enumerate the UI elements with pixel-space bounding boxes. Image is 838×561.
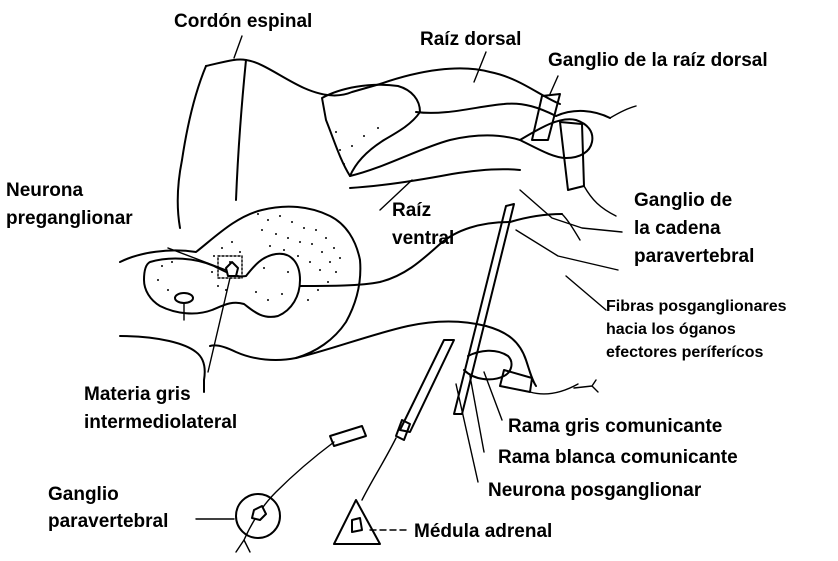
label-ganglio-cadena-2: la cadena (634, 218, 721, 239)
paravertebral-neuron-soma (252, 506, 266, 520)
leader-materia-gris (208, 278, 230, 372)
fiber-to-adrenal (362, 438, 396, 500)
fiber-bottom-terminal (236, 540, 250, 552)
label-fibras-2: hacia los óganos (606, 321, 736, 338)
label-cordon-espinal: Cordón espinal (174, 11, 312, 32)
dorsal-root-upper-top (416, 104, 556, 116)
fiber-long-descending (244, 442, 334, 540)
communicating-rami-lower (464, 351, 511, 380)
label-raiz-ventral-2: ventral (392, 228, 454, 249)
ramus-tube-upper-a (532, 94, 560, 140)
adrenal-medulla (334, 500, 380, 544)
label-ganglio-raiz-dorsal: Ganglio de la raíz dorsal (548, 50, 768, 71)
ramus-tube-lower (500, 370, 532, 392)
label-ganglio-cadena-3: paravertebral (634, 246, 754, 267)
label-ganglio-paravertebral-1: Ganglio (48, 484, 119, 505)
label-raiz-dorsal: Raíz dorsal (420, 29, 521, 50)
central-canal (175, 293, 193, 303)
label-fibras-3: efectores períferícos (606, 344, 764, 361)
label-raiz-ventral-1: Raíz (392, 200, 431, 221)
dorsal-root-lower-bottom (296, 322, 486, 359)
paravertebral-ganglion (236, 494, 280, 538)
descending-nerve-trunk (330, 426, 366, 446)
label-fibras-1: Fibras posganglionares (606, 298, 787, 315)
label-neurona-posganglionar: Neurona posganglionar (488, 480, 702, 501)
sympathetic-chain-upper-tube (454, 204, 514, 414)
leader-raiz-dorsal (474, 52, 486, 82)
spinal-cord-upper-outline (206, 59, 560, 104)
label-neurona-preganglionar-2: preganglionar (6, 208, 133, 229)
leader-ganglio-raiz-dorsal (550, 76, 558, 94)
leader-cordon (234, 36, 242, 58)
label-medula-adrenal: Médula adrenal (414, 521, 552, 542)
preganglionic-neuron-soma (226, 262, 238, 276)
spinal-cord-lower-outline (120, 207, 360, 358)
label-rama-gris: Rama gris comunicante (508, 416, 722, 437)
spinal-cord (120, 59, 560, 392)
sympathetic-chain-lower-tube (400, 340, 454, 432)
spinal-cord-lower-bottom-right (210, 345, 296, 360)
fiber-upper-right-b (584, 186, 616, 216)
ventral-root-upper (350, 169, 520, 188)
label-materia-gris-2: intermediolateral (84, 412, 237, 433)
dorsal-horn-upper (322, 85, 420, 176)
gray-matter (144, 254, 300, 317)
fiber-to-effector (530, 384, 578, 394)
adrenal-medulla-cell (352, 518, 362, 532)
leader-paravertebral-chain (516, 230, 618, 270)
spinal-cord-upper-center-line (236, 60, 246, 200)
label-materia-gris-1: Materia gris (84, 384, 191, 405)
spinal-nerve-upper (556, 111, 610, 118)
nerve-roots (296, 94, 610, 446)
spinal-cord-upper-left-edge (178, 66, 206, 228)
label-ganglio-cadena-1: Ganglio de (634, 190, 732, 211)
label-rama-blanca: Rama blanca comunicante (498, 447, 738, 468)
leader-fibras (566, 276, 606, 310)
leader-rama-blanca (470, 376, 484, 452)
stipple-shading (157, 127, 379, 301)
fiber-upper-right (610, 106, 636, 118)
label-ganglio-paravertebral-2: paravertebral (48, 511, 168, 532)
fiber-effector-terminal (574, 380, 598, 392)
label-neurona-preganglionar-1: Neurona (6, 180, 84, 201)
